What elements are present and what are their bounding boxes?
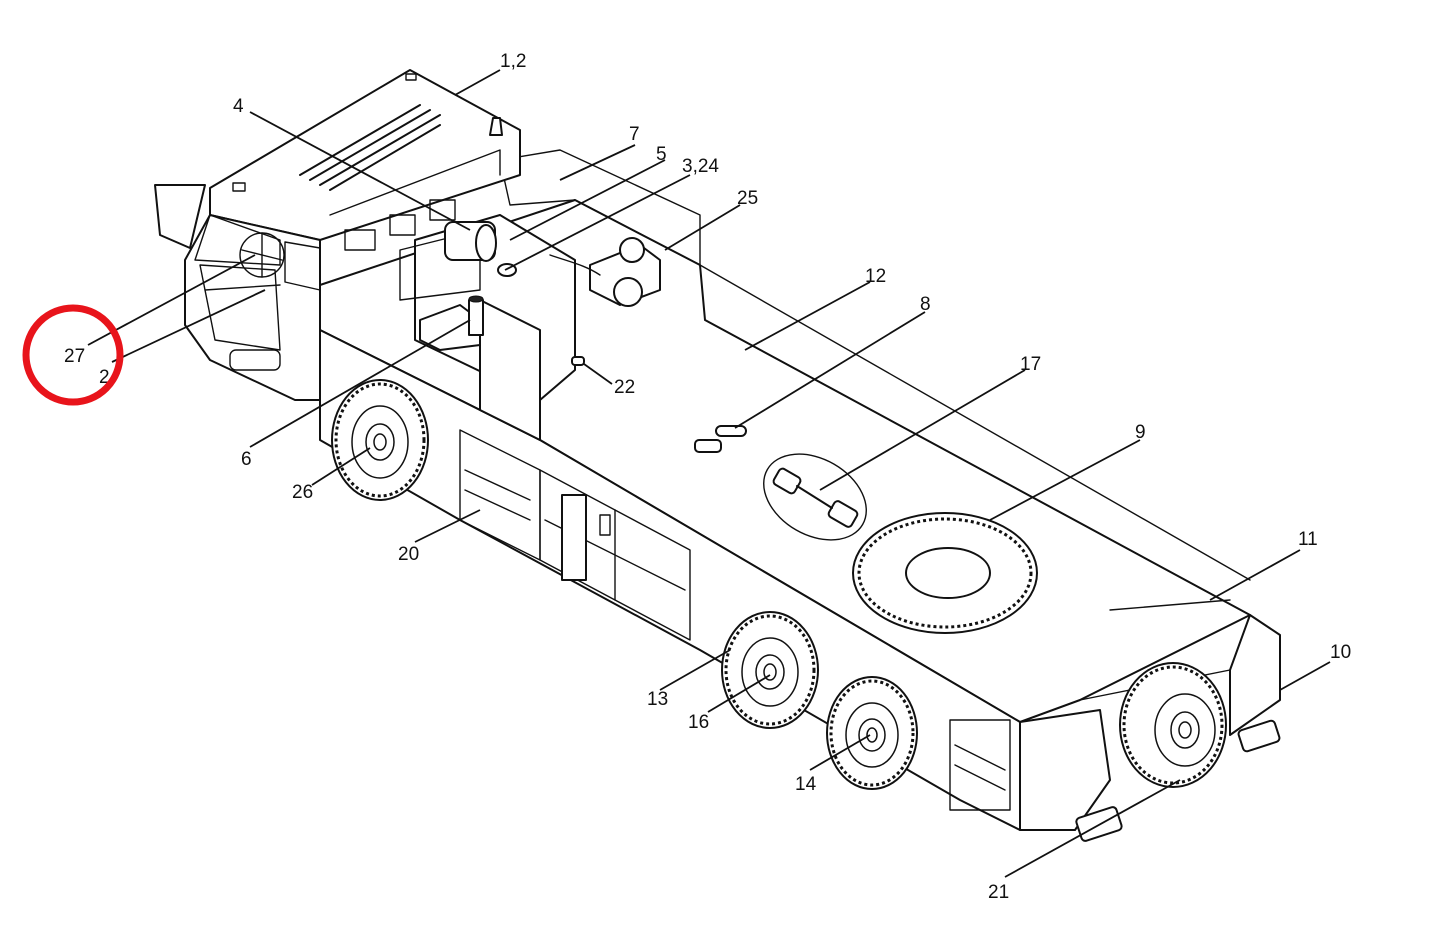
callout-16: 16: [688, 712, 709, 733]
callout-6: 6: [241, 449, 252, 470]
callout-3-24: 3,24: [682, 156, 719, 177]
wheel-middle-1: [721, 611, 819, 729]
callout-17: 17: [1020, 354, 1041, 375]
wheel-rear: [1119, 662, 1227, 788]
callout-9: 9: [1135, 422, 1146, 443]
callout-4: 4: [233, 96, 244, 117]
callout-26: 26: [292, 482, 313, 503]
highlight-circle: [22, 304, 124, 406]
truck-cab: [154, 69, 521, 401]
chassis-body: [319, 149, 1281, 831]
callout-11: 11: [1298, 529, 1318, 550]
callout-8: 8: [920, 294, 931, 315]
callout-25: 25: [737, 188, 758, 209]
callout-13: 13: [647, 689, 668, 710]
callout-12: 12: [865, 266, 886, 287]
callout-7: 7: [629, 124, 640, 145]
callout-20: 20: [398, 544, 419, 565]
callout-22: 22: [614, 377, 635, 398]
wheel-middle-2: [826, 676, 918, 790]
callout-1-2: 1,2: [500, 51, 526, 72]
callout-10: 10: [1330, 642, 1351, 663]
callout-5: 5: [656, 144, 667, 165]
callout-labels: 1,2 4 7 5 3,24 25 12 8 17 9 27 2 22 6 26…: [64, 51, 1351, 903]
callout-27: 27: [64, 346, 85, 367]
leader-lines: [87, 69, 1331, 878]
callout-2-cab: 2: [99, 367, 110, 388]
callout-21: 21: [988, 882, 1009, 903]
callout-14: 14: [795, 774, 817, 795]
wheel-front: [331, 379, 429, 501]
